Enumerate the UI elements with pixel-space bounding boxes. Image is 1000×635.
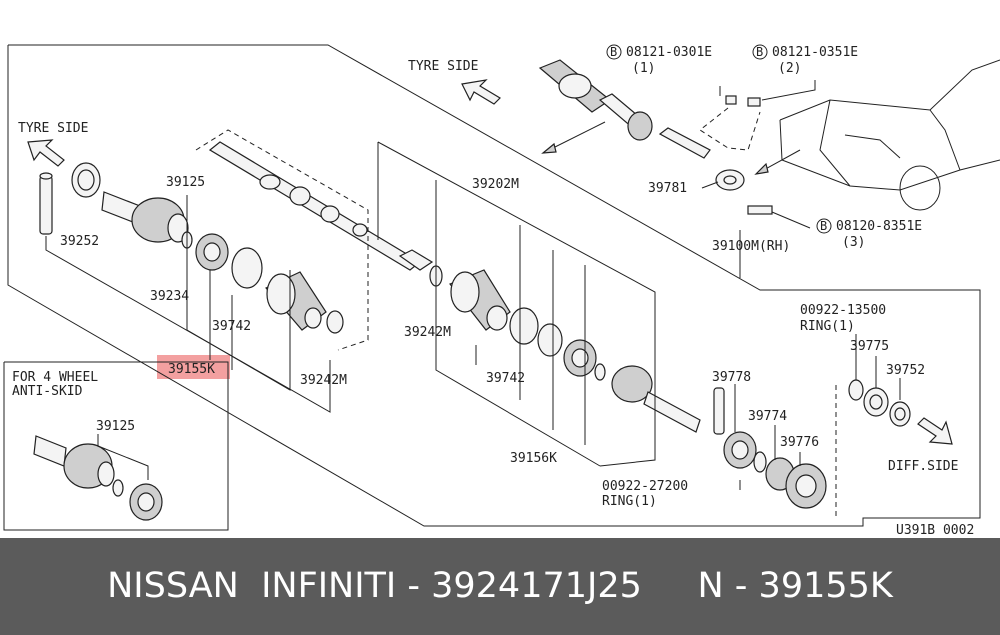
label-tyre-side-left: TYRE SIDE <box>18 121 88 136</box>
label-39776: 39776 <box>780 435 819 450</box>
part-ring-13500 <box>848 379 864 401</box>
part-bearing-39774 <box>723 431 757 469</box>
part-39752-seal <box>889 401 911 427</box>
label-bolt1-qty: (1) <box>632 61 655 76</box>
arrow-head-upper <box>541 142 557 154</box>
label-39778: 39778 <box>712 370 751 385</box>
label-ref-code: U391B 0002 <box>896 523 974 538</box>
label-00922-13500-ring: RING(1) <box>800 319 855 334</box>
label-diff-side: DIFF.SIDE <box>888 459 958 474</box>
part-39776-bearing <box>765 457 827 509</box>
label-bolt1-code: 08121-0301E <box>626 45 712 60</box>
label-39781: 39781 <box>648 181 687 196</box>
inset-outer-joint <box>33 435 115 489</box>
label-00922-27200-ring: RING(1) <box>602 494 657 509</box>
dashed-box-left <box>195 129 369 351</box>
part-bolt-2 <box>747 97 761 107</box>
label-39155k: 39155K <box>168 362 215 377</box>
bolt-marker-1 <box>606 44 622 60</box>
car-front-illustration <box>779 59 1000 211</box>
part-39242m-band-left <box>326 310 344 334</box>
inset-frame <box>3 361 229 531</box>
part-highlight <box>157 355 230 379</box>
inset-ring <box>112 479 124 497</box>
label-bolt3-code: 08120-8351E <box>836 219 922 234</box>
leader-bolt-2 <box>761 80 816 101</box>
bolt-marker-2 <box>752 44 768 60</box>
label-39125: 39125 <box>166 175 205 190</box>
leader-39202m-b <box>377 141 656 467</box>
label-39752: 39752 <box>886 363 925 378</box>
label-39742-left: 39742 <box>212 319 251 334</box>
leader-inset-39125 <box>97 434 149 480</box>
bolt-marker-3-letter: B <box>820 219 827 233</box>
leader-39155k-group <box>45 236 331 413</box>
part-washer-left <box>71 162 101 198</box>
exploded-driveshaft-diagram: B B B TYRE SIDE TYRE SIDE DIFF.SIDE U391… <box>3 44 1000 538</box>
part-upper-axle-assembly <box>538 59 711 159</box>
label-anti-skid: ANTI-SKID <box>12 384 83 399</box>
part-39742-band-left <box>231 247 263 289</box>
leader-39156k <box>435 180 601 467</box>
label-00922-13500: 00922-13500 <box>800 303 886 318</box>
part-boot-left <box>265 271 327 331</box>
part-39778-pin <box>713 387 725 435</box>
footer-part-number: NISSAN INFINITI - 3924171J25 N - 39155K <box>107 566 893 606</box>
part-inner-ring <box>594 363 606 381</box>
part-ring-27200 <box>753 451 767 473</box>
label-39100m: 39100M(RH) <box>712 239 790 254</box>
leader-bolt-3 <box>771 211 811 229</box>
part-39781-bracket <box>715 169 745 191</box>
label-00922-27200: 00922-27200 <box>602 479 688 494</box>
leader-39781 <box>701 181 719 189</box>
leader-39125 <box>186 195 291 391</box>
footer-bar: NISSAN INFINITI - 3924171J25 N - 39155K <box>0 538 1000 635</box>
part-inner-bearing <box>563 339 597 377</box>
label-four-wheel: FOR 4 WHEEL <box>12 370 98 385</box>
diff-side-arrow <box>917 417 953 445</box>
part-inner-housing <box>611 365 701 433</box>
part-snap-ring-mid <box>537 323 563 357</box>
label-39242m-mid: 39242M <box>404 325 451 340</box>
bolt-marker-3 <box>816 218 832 234</box>
tyre-side-arrow-left <box>27 139 65 167</box>
dashed-bolt-lines <box>699 107 761 151</box>
label-tyre-side-top: TYRE SIDE <box>408 59 478 74</box>
part-39125-bearing <box>195 233 229 271</box>
diagram-frame <box>7 44 981 527</box>
arrow-head-car <box>754 162 769 175</box>
tyre-side-arrow-top <box>461 79 501 105</box>
label-39156k: 39156K <box>510 451 557 466</box>
label-39125-inset: 39125 <box>96 419 135 434</box>
part-boot-mid <box>449 269 511 331</box>
part-39252-spacer <box>39 172 53 235</box>
bolt-marker-2-letter: B <box>756 45 763 59</box>
label-39234: 39234 <box>150 289 189 304</box>
label-39252: 39252 <box>60 234 99 249</box>
label-39774: 39774 <box>748 409 787 424</box>
label-bolt2-qty: (2) <box>778 61 801 76</box>
part-39775-seal <box>863 387 889 417</box>
label-bolt3-qty: (3) <box>842 235 865 250</box>
label-39742-mid: 39742 <box>486 371 525 386</box>
label-bolt2-code: 08121-0351E <box>772 45 858 60</box>
part-39742-band-mid <box>509 307 539 345</box>
label-39242m-left: 39242M <box>300 373 347 388</box>
part-shaft-end <box>398 249 434 271</box>
label-39775: 39775 <box>850 339 889 354</box>
part-outer-joint <box>101 191 189 243</box>
part-bolt-1 <box>725 95 737 105</box>
inset-bearing <box>129 483 163 521</box>
bolt-marker-1-letter: B <box>610 45 617 59</box>
part-bolt-3 <box>747 205 773 215</box>
label-39202m: 39202M <box>472 177 519 192</box>
